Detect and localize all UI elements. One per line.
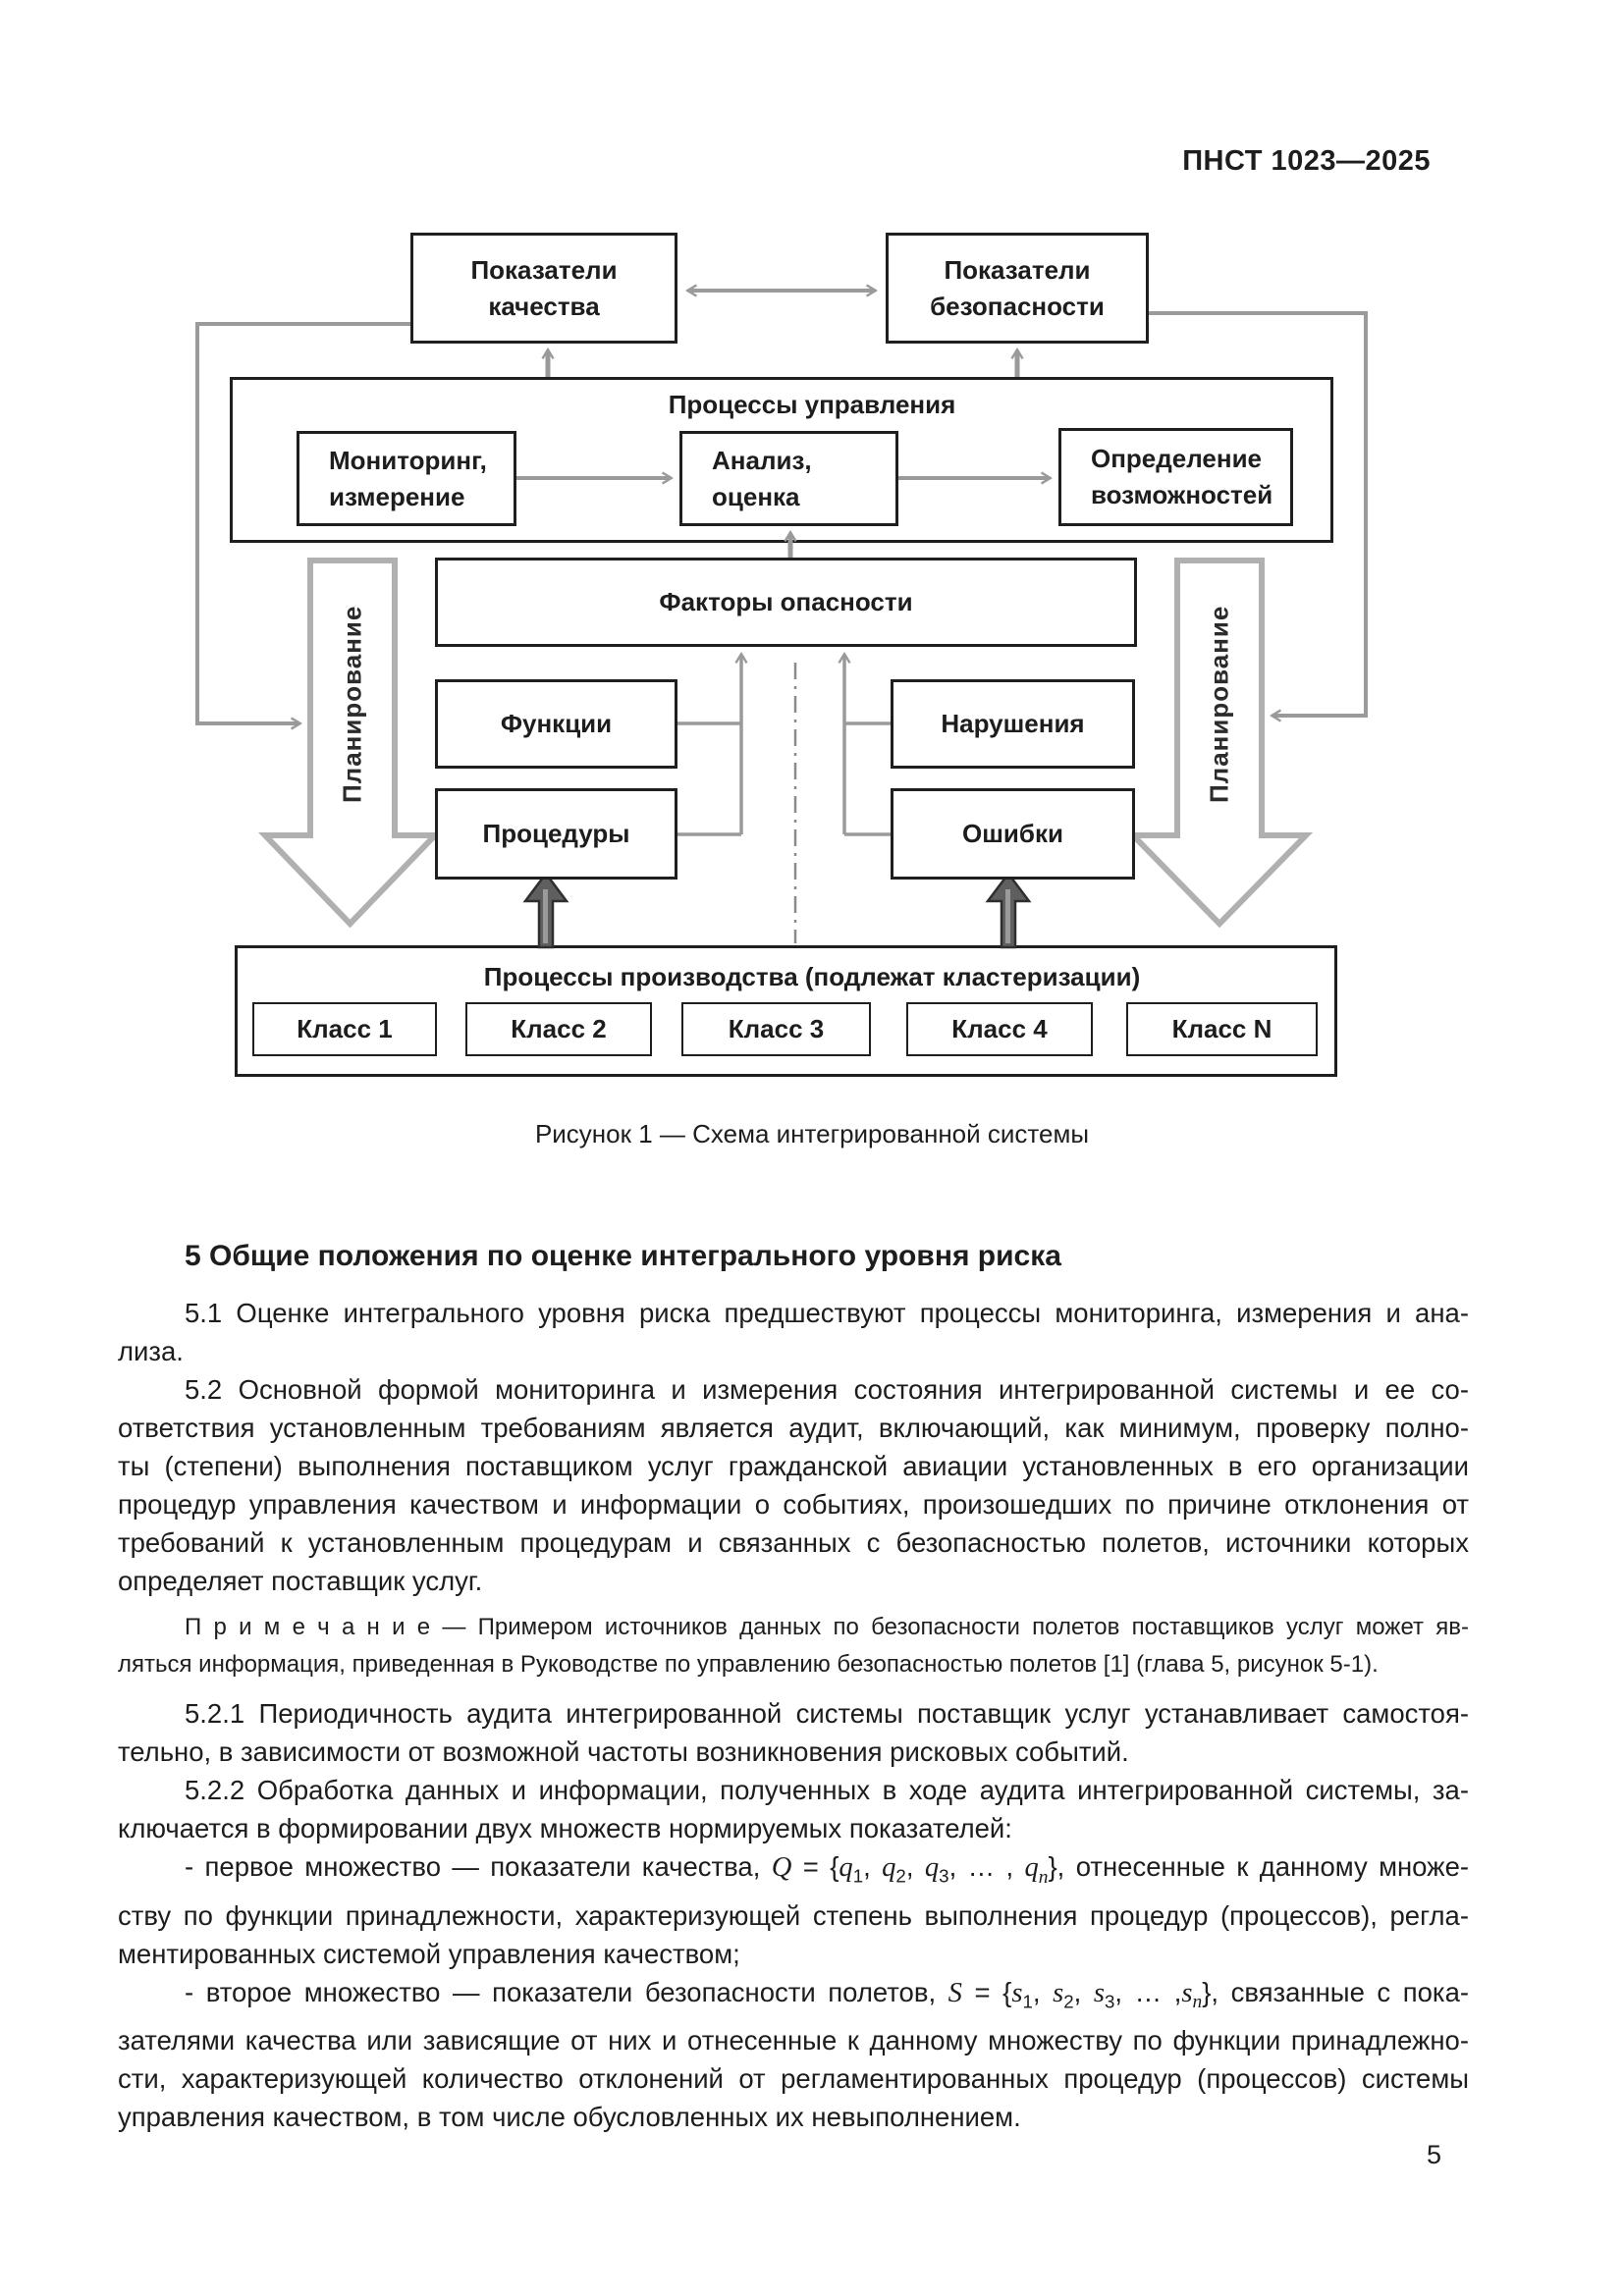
planning-right-arrow (1125, 558, 1314, 929)
functions-box: Функции (435, 679, 677, 769)
paragraph-5-1: 5.1 Оценке интегрального уровня риска пр… (118, 1294, 1469, 1370)
paragraph-5-2-2: 5.2.2 Обработка данных и информации, пол… (118, 1771, 1469, 1847)
text-line: ляться информация, приведенная в Руковод… (118, 1651, 1379, 1678)
safety-to-planning-connector (1149, 311, 1368, 716)
bullet-first-set: - первое множество — показатели качества… (118, 1847, 1469, 1973)
text-column: 5 Общие положения по оценке интегральног… (118, 1239, 1469, 2136)
quality-indicators-box: Показатели качества (410, 233, 677, 344)
page-number: 5 (1426, 2140, 1441, 2169)
violations-box: Нарушения (891, 679, 1135, 769)
text-line: ству по функции принадлежности, характер… (118, 1899, 1469, 1931)
quality-to-planning-connector (195, 322, 410, 723)
text-line-formula: - второе множество — показатели безопасн… (185, 1976, 1470, 2013)
text-line: лиза. (118, 1336, 184, 1366)
text-line: ты (степени) выполнения поставщиком услу… (118, 1451, 1469, 1481)
class-2-box: Класс 2 (465, 1002, 652, 1056)
figure-caption: Рисунок 1 — Схема интегрированной систем… (534, 1119, 1090, 1148)
text-line: ответствия установленным требованиям явл… (118, 1413, 1469, 1443)
text-line: процедур управления качеством и информац… (118, 1489, 1469, 1520)
procedures-box: Процедуры (435, 788, 677, 880)
text-line: сти, характеризующей количество отклонен… (118, 2063, 1469, 2094)
errors-box: Ошибки (891, 788, 1135, 880)
hazard-factors-box: Факторы опасности (435, 558, 1137, 647)
safety-indicators-box: Показатели безопасности (886, 233, 1149, 344)
note-block: П р и м е ч а н и е — Примером источнико… (118, 1609, 1469, 1683)
opportunity-box: Определение возможностей (1058, 428, 1293, 526)
text-line: ключается в формировании двух множеств н… (118, 1813, 1012, 1843)
text-line: определяет поставщик услуг. (118, 1566, 483, 1596)
planning-left-label: Планирование (337, 605, 367, 804)
class-1-box: Класс 1 (252, 1002, 437, 1056)
section-heading: 5 Общие положения по оценке интегральног… (185, 1240, 1061, 1272)
planning-right-label: Планирование (1204, 605, 1234, 804)
analysis-box: Анализ, оценка (679, 431, 898, 526)
planning-left-arrow (257, 558, 443, 929)
class-n-box: Класс N (1126, 1002, 1318, 1056)
class-4-box: Класс 4 (906, 1002, 1093, 1056)
production-processes-label: Процессы производства (подлежат кластери… (483, 962, 1141, 991)
text-line: 5.2.1 Периодичность аудита интегрированн… (185, 1698, 1469, 1729)
paragraph-5-2-1: 5.2.1 Периодичность аудита интегрированн… (118, 1694, 1469, 1771)
paragraph-5-2: 5.2 Основной формой мониторинга и измере… (118, 1370, 1469, 1600)
text-line: тельно, в зависимости от возможной часто… (118, 1736, 1129, 1767)
text-line: 5.2 Основной формой мониторинга и измере… (185, 1374, 1469, 1405)
monitoring-box: Мониторинг, измерение (297, 431, 516, 526)
production-to-errors-arrow-highlight (1005, 889, 1010, 943)
text-line-formula: - первое множество — показатели качества… (185, 1851, 1470, 1888)
management-processes-label: Процессы управления (668, 390, 956, 419)
text-line: 5.1 Оценке интегрального уровня риска пр… (185, 1298, 1469, 1328)
text-line: П р и м е ч а н и е — Примером источнико… (185, 1614, 1469, 1640)
production-to-procedures-arrow-highlight (543, 889, 548, 943)
document-code-header: ПНСТ 1023—2025 (1182, 145, 1431, 177)
bullet-second-set: - второе множество — показатели безопасн… (118, 1973, 1469, 2137)
text-line: управления качеством, в том числе обусло… (118, 2102, 1021, 2132)
text-line: 5.2.2 Обработка данных и информации, пол… (185, 1775, 1469, 1805)
text-line: зателями качества или зависящие от них и… (118, 2025, 1469, 2056)
class-3-box: Класс 3 (681, 1002, 871, 1056)
text-line: ментированных системой управления качест… (118, 1938, 740, 1969)
text-line: требований к установленным процедурам и … (118, 1527, 1469, 1558)
